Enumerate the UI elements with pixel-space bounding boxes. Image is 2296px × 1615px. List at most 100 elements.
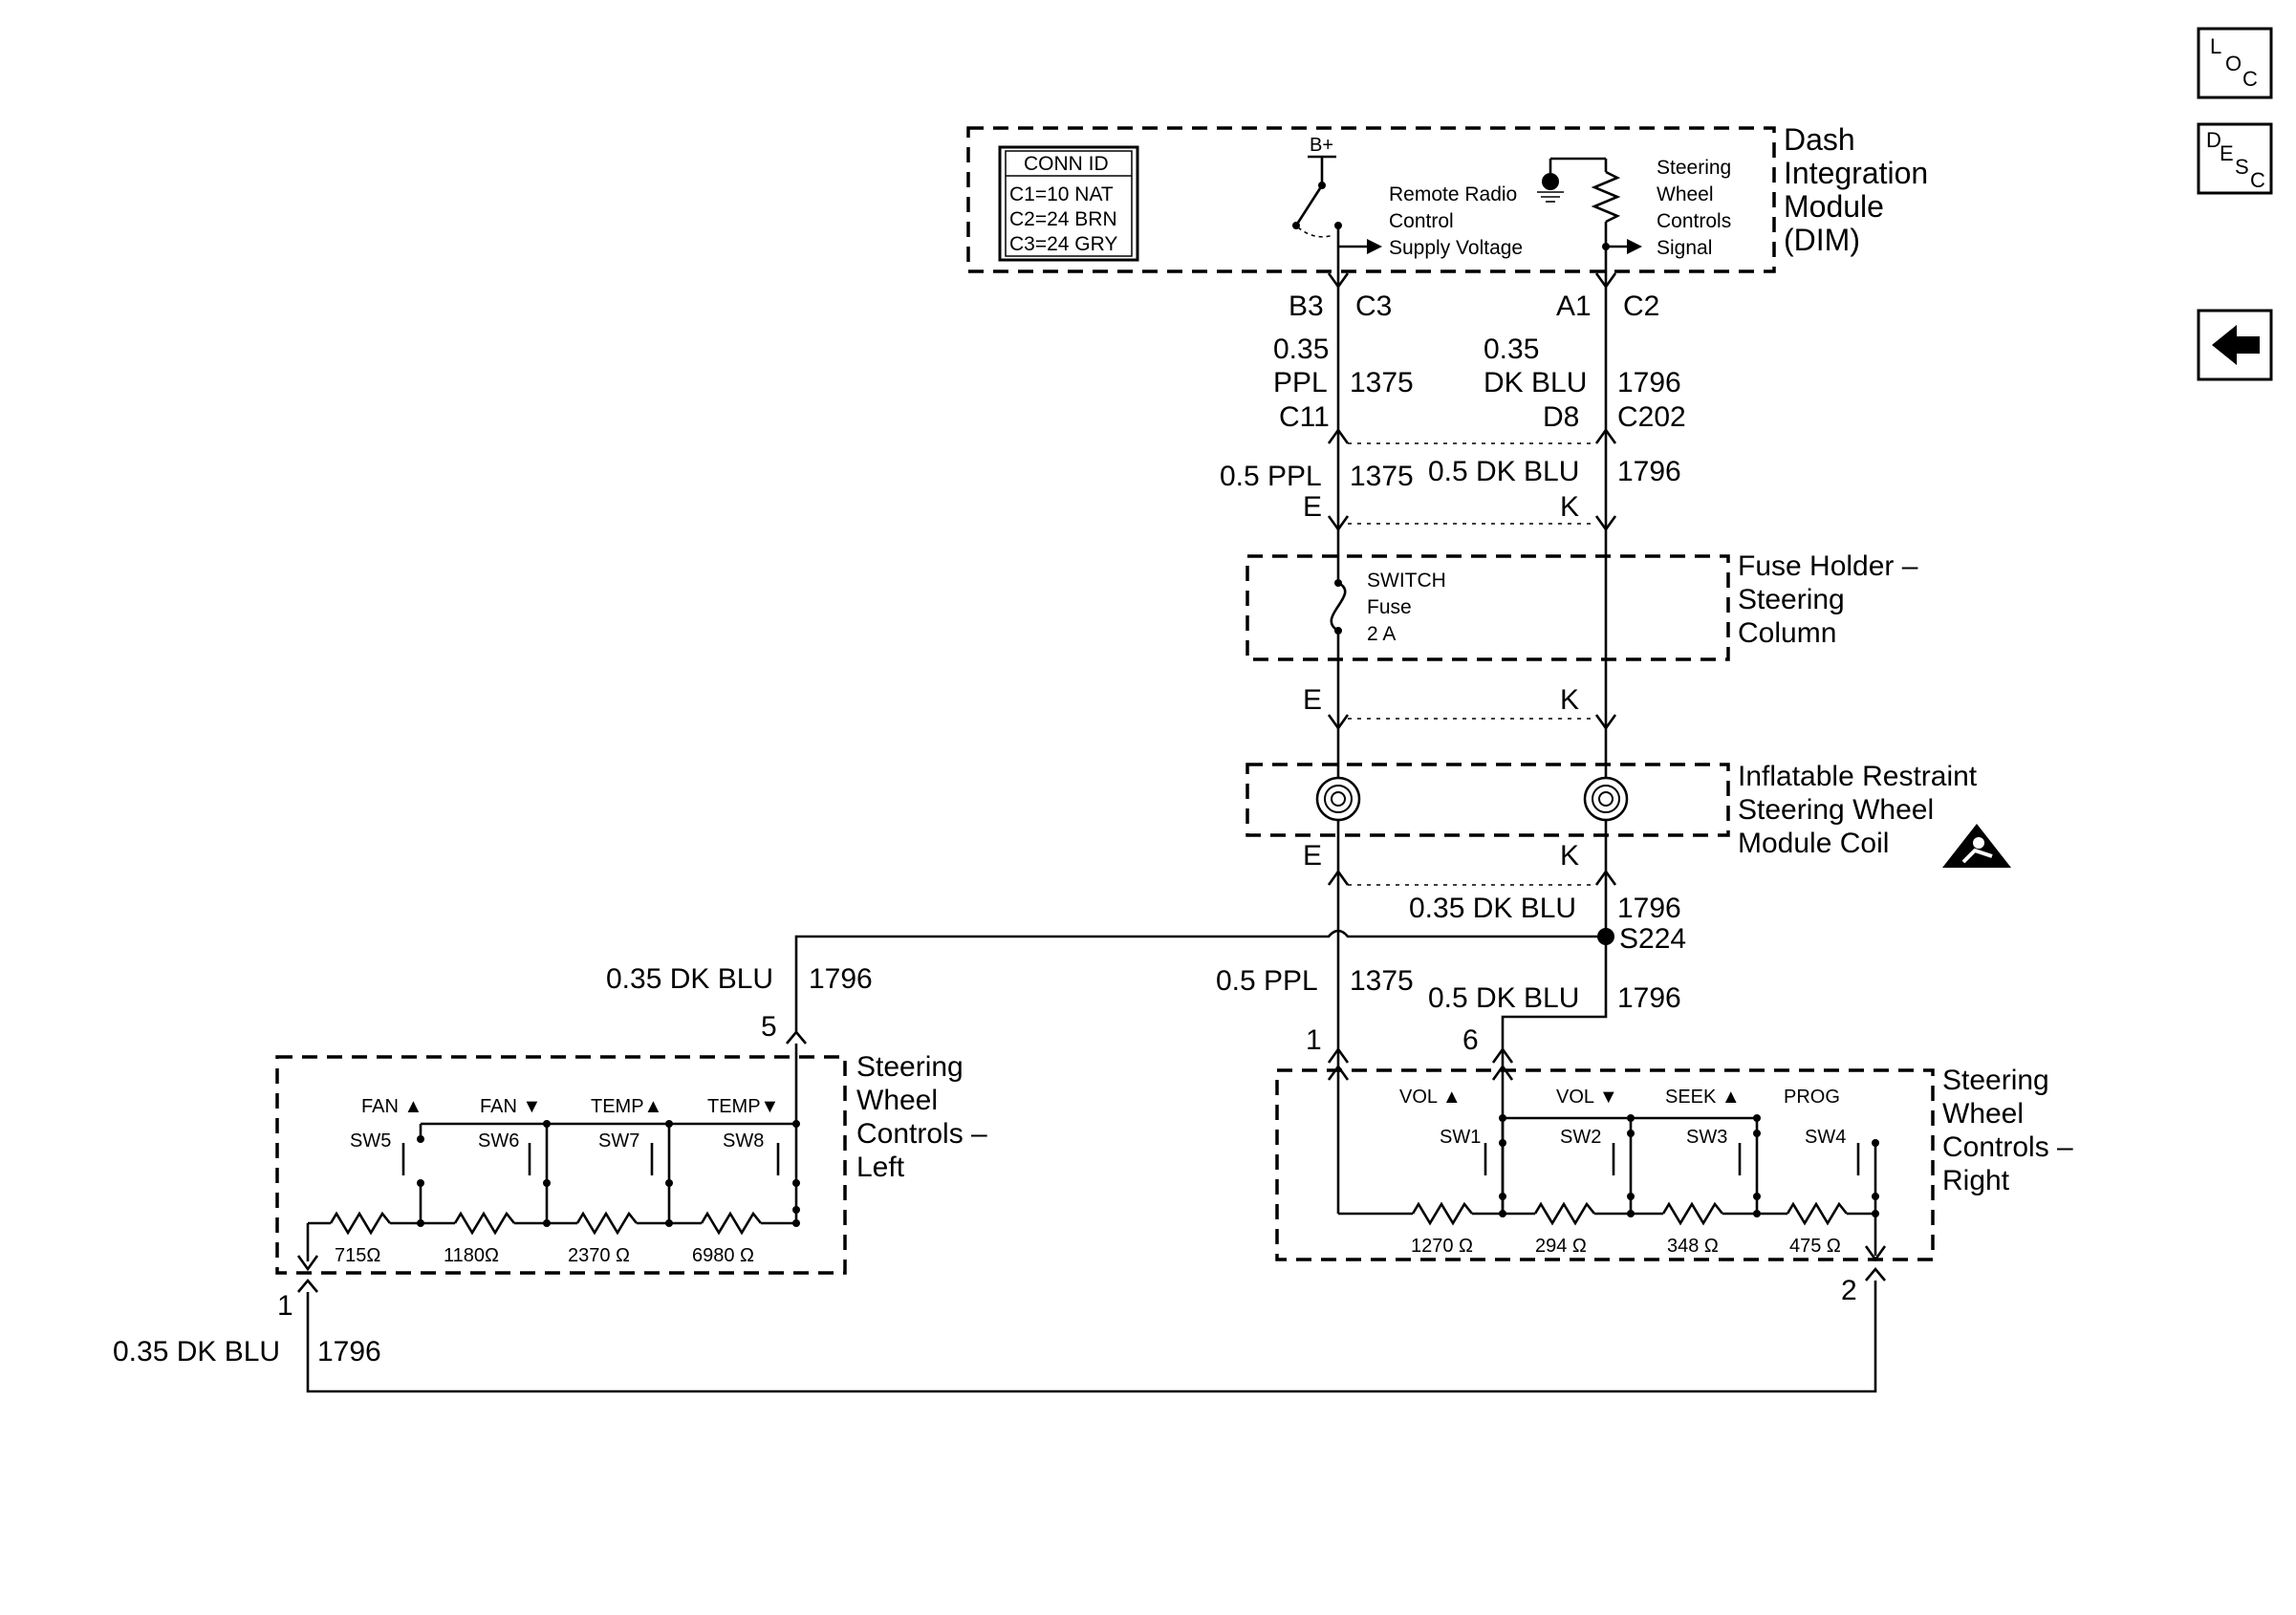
svg-text:C: C	[2242, 67, 2258, 91]
svg-text:VOL ▲: VOL ▲	[1399, 1087, 1462, 1108]
svg-text:Controls –: Controls –	[1942, 1131, 2073, 1163]
svg-text:C1=10 NAT: C1=10 NAT	[1009, 183, 1114, 205]
svg-text:Fuse: Fuse	[1367, 596, 1412, 618]
blu-pin6-label: 0.5 DK BLU	[1428, 982, 1579, 1014]
back-button[interactable]	[2197, 309, 2273, 381]
blu-pin6-circuit: 1796	[1617, 982, 1681, 1014]
svg-text:Supply Voltage: Supply Voltage	[1389, 237, 1523, 259]
loc-button[interactable]: L O C	[2197, 27, 2273, 99]
conn-id-table: CONN ID C1=10 NAT C2=24 BRN C3=24 GRY	[998, 145, 1139, 262]
svg-text:Steering: Steering	[1738, 584, 1845, 615]
svg-text:2 A: 2 A	[1367, 623, 1396, 645]
svg-text:1180Ω: 1180Ω	[444, 1245, 499, 1266]
bottom-wire-circuit: 1796	[317, 1336, 381, 1367]
fuse-pin-e: E	[1303, 684, 1322, 716]
svg-text:Steering: Steering	[856, 1051, 964, 1083]
svg-text:DK BLU: DK BLU	[1484, 367, 1587, 398]
coil-spiral-left	[1315, 776, 1361, 822]
swc-left-labels: FAN ▲ FAN ▼ TEMP▲ TEMP▼ SW5 SW6 SW7 SW8 …	[335, 1096, 779, 1266]
airbag-warning-icon	[1942, 824, 2011, 868]
svg-text:TEMP▼: TEMP▼	[707, 1096, 779, 1117]
swc-right-labels: VOL ▲ VOL ▼ SEEK ▲ PROG SW1 SW2 SW3 SW4 …	[1399, 1087, 1846, 1257]
svg-text:Signal: Signal	[1657, 237, 1712, 259]
supply-switch: B+	[1292, 135, 1382, 266]
svg-text:FAN ▲: FAN ▲	[361, 1096, 422, 1117]
swc-right-box	[1275, 1068, 1935, 1261]
right-wire-labels: A1 C2 0.35 DK BLU 1796 D8 C202 0.5 DK BL…	[1428, 291, 1686, 523]
svg-text:O: O	[2225, 52, 2242, 75]
svg-text:Fuse Holder –: Fuse Holder –	[1738, 550, 1918, 582]
dim-title: Dash Integration Module (DIM)	[1784, 122, 1928, 257]
svg-text:Control: Control	[1389, 210, 1454, 232]
svg-text:Steering: Steering	[1657, 157, 1731, 179]
svg-text:Module: Module	[1784, 189, 1884, 224]
svg-text:PROG: PROG	[1784, 1087, 1840, 1108]
svg-text:Right: Right	[1942, 1165, 2010, 1196]
svg-text:A1: A1	[1556, 291, 1592, 322]
dim-module-box	[966, 126, 1776, 273]
svg-text:SEEK ▲: SEEK ▲	[1665, 1087, 1741, 1108]
svg-text:CONN ID: CONN ID	[1024, 153, 1109, 175]
swc-left-pin-5: 5	[761, 1011, 777, 1043]
svg-text:Dash: Dash	[1784, 122, 1855, 157]
svg-text:C2=24 BRN: C2=24 BRN	[1009, 208, 1117, 230]
svg-text:SW7: SW7	[598, 1130, 639, 1152]
fuse-holder-title: Fuse Holder – Steering Column	[1738, 550, 1918, 649]
signal-label: Steering Wheel Controls Signal	[1657, 157, 1731, 259]
coil-pin-e: E	[1303, 840, 1322, 872]
swc-left-title: Steering Wheel Controls – Left	[856, 1051, 987, 1183]
svg-text:Wheel: Wheel	[1942, 1098, 2024, 1130]
switch-fuse: SWITCH Fuse 2 A	[1330, 570, 1446, 645]
svg-text:K: K	[1560, 491, 1579, 523]
coil-pin-k: K	[1560, 840, 1579, 872]
svg-text:TEMP▲: TEMP▲	[591, 1096, 662, 1117]
svg-text:B3: B3	[1289, 291, 1324, 322]
arrow-left-icon	[2212, 325, 2260, 365]
svg-text:E: E	[1303, 491, 1322, 523]
swc-right-pin-1: 1	[1306, 1024, 1322, 1056]
svg-text:1796: 1796	[1617, 456, 1681, 487]
coil-title: Inflatable Restraint Steering Wheel Modu…	[1738, 761, 1978, 859]
svg-text:(DIM): (DIM)	[1784, 223, 1860, 257]
svg-text:SW6: SW6	[478, 1130, 519, 1152]
swc-left-pin-1: 1	[277, 1290, 293, 1322]
svg-text:C3: C3	[1355, 291, 1392, 322]
svg-text:348 Ω: 348 Ω	[1667, 1236, 1719, 1257]
ppl-wire-label: 0.5 PPL	[1216, 965, 1318, 997]
svg-text:0.5 PPL: 0.5 PPL	[1220, 461, 1322, 492]
splice-s224: S224	[1597, 923, 1686, 955]
svg-text:FAN ▼: FAN ▼	[480, 1096, 541, 1117]
swc-right-pin-2: 2	[1841, 1275, 1857, 1306]
svg-text:1270 Ω: 1270 Ω	[1411, 1236, 1473, 1257]
left-controls-wire-label: 0.35 DK BLU	[606, 963, 773, 995]
svg-text:C: C	[2250, 168, 2265, 192]
svg-text:C3=24 GRY: C3=24 GRY	[1009, 233, 1117, 255]
bottom-wire-label: 0.35 DK BLU	[113, 1336, 280, 1367]
coil-spiral-right	[1583, 776, 1629, 822]
svg-text:1375: 1375	[1350, 461, 1414, 492]
svg-text:Module Coil: Module Coil	[1738, 828, 1889, 859]
svg-text:0.5 DK BLU: 0.5 DK BLU	[1428, 456, 1579, 487]
desc-button[interactable]: D E S C	[2197, 122, 2273, 195]
supply-voltage-label: Remote Radio Control Supply Voltage	[1389, 183, 1523, 259]
fuse-holder-box	[1245, 554, 1730, 661]
svg-text:Steering Wheel: Steering Wheel	[1738, 794, 1934, 826]
svg-text:Inflatable Restraint: Inflatable Restraint	[1738, 761, 1978, 792]
svg-text:SW5: SW5	[350, 1130, 391, 1152]
svg-text:2370 Ω: 2370 Ω	[568, 1245, 630, 1266]
svg-text:SW2: SW2	[1560, 1127, 1601, 1148]
svg-text:D: D	[2206, 128, 2221, 152]
svg-text:C202: C202	[1617, 401, 1686, 433]
swc-left-box	[275, 1055, 847, 1275]
svg-text:S: S	[2235, 155, 2249, 179]
svg-text:B+: B+	[1310, 135, 1333, 156]
svg-text:D8: D8	[1543, 401, 1579, 433]
svg-text:Wheel: Wheel	[856, 1085, 938, 1116]
swc-left-circuit	[296, 1044, 800, 1293]
svg-text:Column: Column	[1738, 617, 1836, 649]
svg-text:SWITCH: SWITCH	[1367, 570, 1446, 592]
svg-text:Controls: Controls	[1657, 210, 1731, 232]
fuse-pin-k: K	[1560, 684, 1579, 716]
